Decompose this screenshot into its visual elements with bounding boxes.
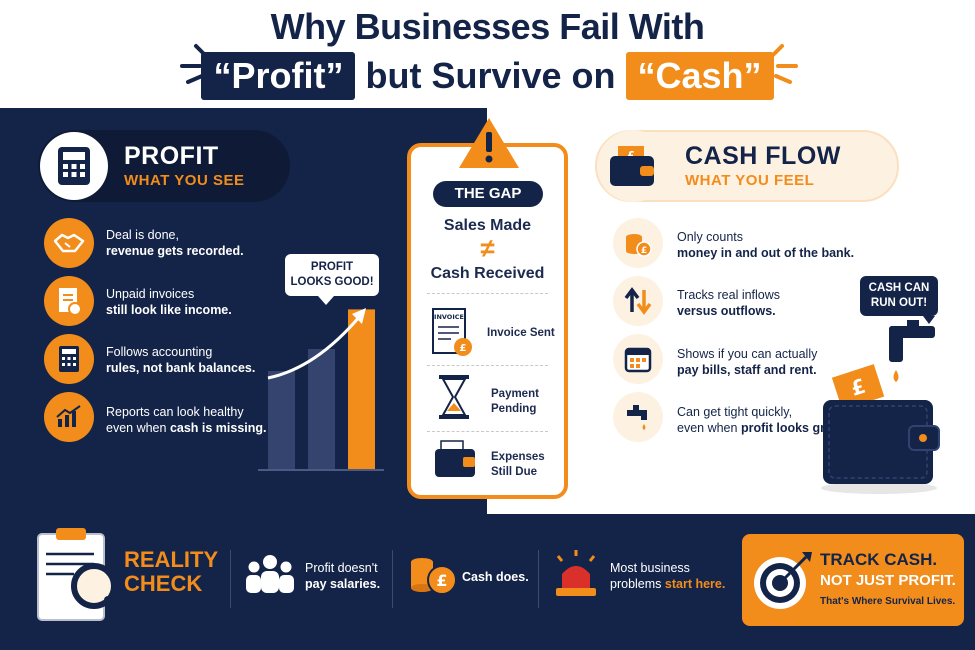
not-equal-symbol: ≠ bbox=[480, 233, 495, 263]
cash-bubble: CASH CAN RUN OUT! bbox=[860, 276, 938, 316]
calculator-icon bbox=[40, 132, 108, 200]
cash-panel: £ CASH FLOW WHAT YOU FEEL £ Only counts … bbox=[487, 108, 975, 514]
profit-subheading: WHAT YOU SEE bbox=[124, 172, 245, 189]
separator bbox=[230, 550, 231, 608]
wallet-small-icon bbox=[435, 440, 475, 477]
header: Why Businesses Fail With “Profit” but Su… bbox=[0, 0, 975, 108]
gap-line-1: Sales Made bbox=[443, 217, 532, 234]
svg-text:£: £ bbox=[460, 343, 467, 354]
calendar-icon bbox=[613, 334, 663, 384]
invoice-icon bbox=[44, 276, 94, 326]
target-icon bbox=[754, 552, 812, 609]
coin-stack-icon: £ bbox=[411, 558, 457, 595]
siren-icon bbox=[556, 550, 596, 596]
svg-text:INVOICE: INVOICE bbox=[434, 313, 464, 321]
profit-panel: PROFIT WHAT YOU SEE Deal is done, revenu… bbox=[0, 108, 487, 514]
wallet-icon: £ bbox=[597, 130, 669, 202]
cash-bubble-tail bbox=[923, 316, 935, 324]
profit-item-1: Deal is done, revenue gets recorded. bbox=[106, 228, 244, 258]
cta-line-3: That's Where Survival Lives. bbox=[820, 596, 956, 607]
profit-bubble-tail bbox=[318, 296, 334, 305]
gap-title: THE GAP bbox=[433, 181, 543, 207]
gap-card: THE GAP Sales Made ≠ Cash Received INVOI… bbox=[407, 143, 568, 499]
reality-item-problems: Most business problems start here. bbox=[610, 561, 726, 591]
reality-check-band: REALITY CHECK Profit doesn't pay salarie… bbox=[0, 514, 975, 650]
tap-icon bbox=[613, 392, 663, 442]
gap-item-expenses: Expenses Still Due bbox=[491, 451, 545, 478]
gap-divider bbox=[427, 293, 548, 294]
gap-item-invoice: Invoice Sent bbox=[487, 327, 555, 339]
trend-arrow-head bbox=[352, 308, 366, 324]
growth-chart-icon bbox=[44, 392, 94, 442]
title-line-2: “Profit” but Survive on “Cash” bbox=[0, 50, 975, 102]
calculator-small-icon bbox=[44, 334, 94, 384]
warning-icon bbox=[459, 118, 519, 168]
profit-bar-chart bbox=[258, 308, 384, 471]
gap-divider bbox=[427, 431, 548, 432]
cash-item-2: Tracks real inflows versus outflows. bbox=[677, 288, 781, 318]
gap-divider bbox=[427, 365, 548, 366]
cash-item-4: Can get tight quickly, even when profit … bbox=[677, 405, 847, 435]
cash-item-1: Only counts money in and out of the bank… bbox=[677, 230, 855, 260]
cash-heading: CASH FLOW bbox=[685, 142, 841, 170]
svg-text:£: £ bbox=[641, 246, 647, 256]
profit-item-4: Reports can look healthy even when cash … bbox=[106, 405, 267, 435]
people-icon bbox=[246, 555, 294, 593]
clipboard-magnifier-icon bbox=[37, 528, 136, 628]
svg-text:£: £ bbox=[627, 149, 635, 162]
separator bbox=[392, 550, 393, 608]
svg-text:£: £ bbox=[436, 571, 447, 590]
leaking-wallet-illustration: £ bbox=[821, 320, 940, 494]
reality-item-cash: Cash does. bbox=[462, 570, 529, 584]
gap-item-payment: Payment Pending bbox=[491, 388, 539, 415]
cta-line-2: NOT JUST PROFIT. bbox=[820, 572, 956, 589]
title-line-1: Why Businesses Fail With bbox=[270, 6, 705, 47]
cash-item-3: Shows if you can actually pay bills, sta… bbox=[677, 347, 818, 377]
reality-check-label: REALITY CHECK bbox=[124, 547, 219, 596]
profit-bar bbox=[268, 371, 295, 470]
title-middle: but Survive on bbox=[365, 55, 616, 96]
cta-line-1: TRACK CASH. bbox=[820, 550, 938, 569]
profit-item-2: Unpaid invoices still look like income. bbox=[106, 287, 232, 317]
invoice-doc-icon: INVOICE £ bbox=[432, 308, 472, 356]
arrows-icon bbox=[613, 276, 663, 326]
hourglass-icon bbox=[439, 375, 469, 419]
trend-arrow bbox=[267, 315, 362, 380]
profit-item-3: Follows accounting rules, not bank balan… bbox=[106, 345, 256, 375]
profit-bubble: PROFIT LOOKS GOOD! bbox=[285, 254, 379, 296]
profit-bar bbox=[308, 349, 335, 470]
cta-box: TRACK CASH. NOT JUST PROFIT. That's Wher… bbox=[742, 534, 964, 626]
cash-subheading: WHAT YOU FEEL bbox=[685, 172, 815, 189]
gap-line-2: Cash Received bbox=[430, 265, 545, 282]
spark-right-icon bbox=[770, 44, 798, 84]
handshake-icon bbox=[44, 218, 94, 268]
cash-word: “Cash” bbox=[625, 52, 774, 100]
reality-item-salaries: Profit doesn't pay salaries. bbox=[305, 561, 381, 591]
profit-heading: PROFIT bbox=[124, 142, 219, 170]
separator bbox=[538, 550, 539, 608]
profit-bar bbox=[348, 309, 375, 470]
coins-icon: £ bbox=[613, 218, 663, 268]
profit-word: “Profit” bbox=[201, 52, 356, 100]
